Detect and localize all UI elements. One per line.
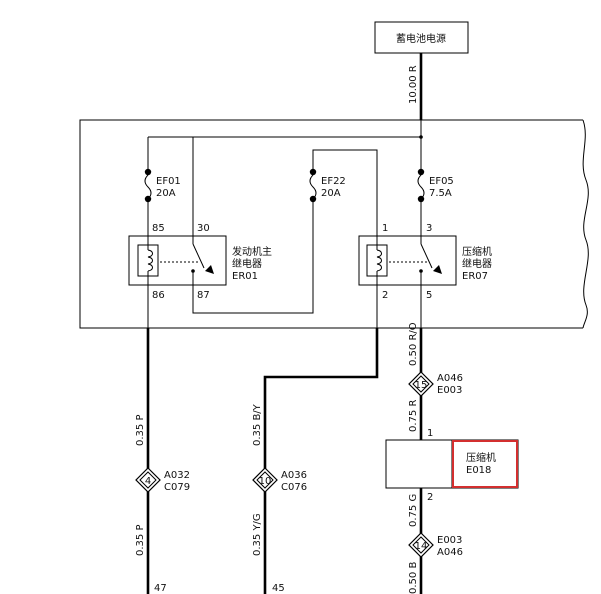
fuse-ef22-terminal-top bbox=[309, 168, 317, 176]
fuse-ef01-terminal-bottom bbox=[144, 195, 152, 203]
fuse-box-break-edge bbox=[582, 119, 589, 329]
wire-right-top-label: 0.50 R/O bbox=[408, 322, 419, 366]
fuse-ef22-id: EF22 bbox=[321, 176, 346, 187]
wire-left-bottom-label: 0.35 P bbox=[135, 525, 146, 556]
compressor-highlight bbox=[452, 440, 518, 488]
connector-4-line2: C079 bbox=[164, 482, 190, 493]
connector-10-pin: 10 bbox=[259, 476, 272, 487]
fuse-ef01-terminal-top bbox=[144, 168, 152, 176]
connector-14-line1: E003 bbox=[437, 535, 462, 546]
relay-comp-pin-3: 3 bbox=[426, 223, 432, 234]
connector-10-line1: A036 bbox=[281, 470, 307, 481]
connector-14-pin: 14 bbox=[415, 541, 428, 552]
relay-main-name-line2: 继电器 bbox=[232, 257, 262, 270]
connector-4-pin: 4 bbox=[145, 476, 151, 487]
wire-mid-top-label: 0.35 B/Y bbox=[252, 403, 263, 446]
wire-right-bottom-label: 0.50 B bbox=[408, 562, 419, 594]
compressor-pin-top: 1 bbox=[427, 428, 433, 439]
battery-power-box bbox=[374, 21, 469, 54]
relay-main-switch-icon bbox=[192, 243, 205, 269]
relay-main-pin-87: 87 bbox=[197, 290, 210, 301]
fuse-ef22-icon bbox=[309, 174, 317, 200]
relay-comp-name-line1: 压缩机 bbox=[462, 245, 492, 258]
fuse-ef22-rating: 20A bbox=[321, 188, 341, 199]
relay-main-name-line1: 发动机主 bbox=[232, 245, 272, 258]
relay-comp-pin-1: 1 bbox=[382, 223, 388, 234]
wire-comp-relay-coil bbox=[263, 328, 379, 594]
fuse-ef01-icon bbox=[144, 174, 152, 200]
compressor-name: 压缩机 bbox=[466, 451, 496, 464]
fuse-ef22-terminal-bottom bbox=[309, 195, 317, 203]
relay-main-body bbox=[128, 235, 227, 286]
wire-right-mid-label: 0.75 R bbox=[408, 400, 419, 432]
relay-main-coil-icon bbox=[147, 249, 153, 272]
battery-power-label: 蓄电池电源 bbox=[396, 32, 446, 45]
relay-main-pin-85: 85 bbox=[152, 223, 165, 234]
connector-15-line2: E003 bbox=[437, 385, 462, 396]
connector-10-line2: C076 bbox=[281, 482, 307, 493]
bottom-pin-left: 47 bbox=[154, 583, 167, 594]
compressor-pin-bottom: 2 bbox=[427, 492, 433, 503]
connector-4-line1: A032 bbox=[164, 470, 190, 481]
wire-right-low-label: 0.75 G bbox=[408, 494, 419, 527]
relay-main-pin-86: 86 bbox=[152, 290, 165, 301]
ef22-feed-wire bbox=[312, 149, 378, 236]
relay-comp-coil-icon bbox=[376, 249, 382, 272]
fuse-ef01-rating: 20A bbox=[156, 188, 176, 199]
wire-mid-bottom-label: 0.35 Y/G bbox=[252, 513, 263, 556]
fuse-ef01-id: EF01 bbox=[156, 176, 181, 187]
connector-4: 4 bbox=[135, 467, 161, 493]
relay-comp-name-line2: 继电器 bbox=[462, 257, 492, 270]
connector-15-line1: A046 bbox=[437, 373, 463, 384]
connector-15-pin: 15 bbox=[415, 380, 428, 391]
ef22-to-relay-87-wire bbox=[192, 202, 314, 314]
relay-comp-switch-icon bbox=[420, 243, 433, 269]
wire-left-top-label: 0.35 P bbox=[135, 415, 146, 446]
fuse-ef05-rating: 7.5A bbox=[429, 188, 452, 199]
fuse-ef05-icon bbox=[417, 174, 425, 200]
connector-14-line2: A046 bbox=[437, 547, 463, 558]
relay-main-code: ER01 bbox=[232, 271, 258, 282]
fuse-relay-box bbox=[79, 119, 583, 329]
relay-compressor-body bbox=[358, 235, 457, 286]
relay-comp-pin-5: 5 bbox=[426, 290, 432, 301]
relay-main-pin-30: 30 bbox=[197, 223, 210, 234]
battery-feed-wire-label: 10.00 R bbox=[408, 65, 419, 104]
connector-15: 15 bbox=[408, 371, 434, 397]
connector-10: 10 bbox=[252, 467, 278, 493]
relay-comp-code: ER07 bbox=[462, 271, 488, 282]
bottom-pin-mid: 45 bbox=[272, 583, 285, 594]
fuse-ef05-id: EF05 bbox=[429, 176, 454, 187]
connector-14: 14 bbox=[408, 532, 434, 558]
fuse-ef05-terminal-top bbox=[417, 168, 425, 176]
compressor-code: E018 bbox=[466, 465, 491, 476]
fuse-ef05-terminal-bottom bbox=[417, 195, 425, 203]
relay-comp-pin-2: 2 bbox=[382, 290, 388, 301]
